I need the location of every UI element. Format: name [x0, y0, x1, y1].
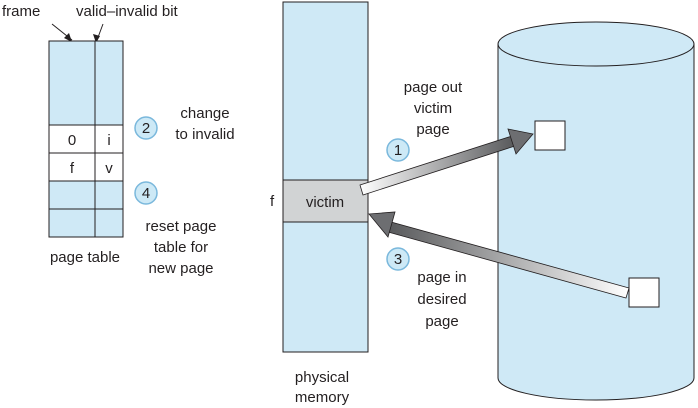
page-out-arrow: [359, 128, 534, 196]
frame-pointer-arrowhead: [64, 33, 72, 42]
step-4-text-line3: new page: [148, 260, 213, 277]
backing-store-disk: [497, 21, 695, 401]
valid-invalid-bit-label: valid–invalid bit: [76, 3, 179, 20]
page-table-row2-bit: v: [105, 160, 113, 177]
step-4-circle: [134, 181, 158, 205]
bit-pointer-arrowhead: [93, 34, 100, 43]
step-3-text-line3: page: [425, 313, 458, 330]
page-table-row2-frame: f: [70, 160, 75, 177]
physical-memory: [282, 1, 369, 353]
frame-label: frame: [2, 3, 40, 20]
step-1-text-line2: victim: [414, 100, 452, 117]
step-4-text-line1: reset page: [146, 218, 217, 235]
step-3-text-line2: desired: [417, 291, 466, 308]
physical-memory-label-line2: memory: [295, 389, 350, 406]
victim-frame: [282, 179, 369, 223]
step-2-text-line2: to invalid: [175, 126, 234, 143]
swap-slot-desired: [628, 277, 660, 308]
physical-memory-label-line1: physical: [295, 369, 349, 386]
step-4-number: 4: [142, 185, 150, 202]
step-2-circle: [134, 116, 158, 140]
step-1-number: 1: [394, 142, 402, 159]
step-2-text-line1: change: [180, 105, 229, 122]
step-2-number: 2: [142, 120, 150, 137]
swap-slot-victim: [534, 120, 566, 151]
step-3-text-line1: page in: [417, 269, 466, 286]
step-1-text-line1: page out: [404, 79, 463, 96]
page-table-row1-frame: 0: [68, 132, 76, 149]
victim-label: victim: [306, 194, 344, 211]
page-table-label: page table: [50, 249, 120, 266]
page-table: [48, 40, 124, 238]
step-3-circle: [386, 247, 410, 271]
step-1-text-line3: page: [416, 121, 449, 138]
page-in-arrow: [368, 211, 630, 299]
step-4-text-line2: table for: [154, 239, 208, 256]
step-1-circle: [386, 138, 410, 162]
step-3-number: 3: [394, 251, 402, 268]
frame-f-marker: f: [270, 193, 275, 210]
page-table-row1-bit: i: [107, 132, 110, 149]
